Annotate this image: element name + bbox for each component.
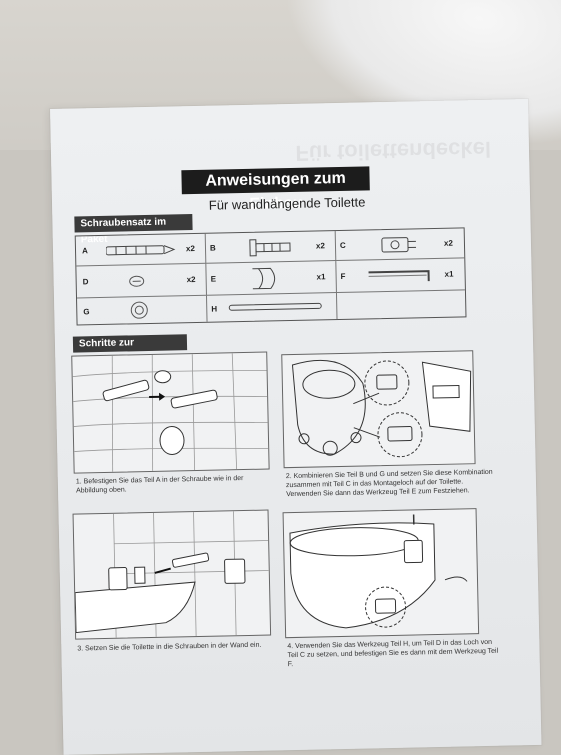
toilet-top-illustration xyxy=(282,351,474,467)
step-3-caption: 3. Setzen Sie die Toilette in die Schrau… xyxy=(77,640,273,653)
part-letter-f: F xyxy=(341,272,346,281)
parts-table: A x2 B x2 C x2 xyxy=(75,227,467,325)
part-cell-c: C x2 xyxy=(336,228,465,261)
toilet-side-illustration xyxy=(284,509,479,637)
step-2-caption: 2. Kombinieren Sie Teil B und G und setz… xyxy=(286,468,497,499)
steps-section-heading: Schritte zur Installation xyxy=(73,334,187,352)
part-cell-e: E x1 xyxy=(206,261,337,296)
step-4-caption: 4. Verwenden Sie das Werkzeug Teil H, um… xyxy=(287,638,502,669)
parts-section-heading: Schraubensatz im Paket xyxy=(74,214,192,232)
part-cell-d: D x2 xyxy=(76,264,207,299)
page-subtitle: Für wandhängende Toilette xyxy=(192,194,382,213)
step-3-illustration xyxy=(73,510,272,640)
long-bar-icon xyxy=(227,301,327,313)
part-cell-empty xyxy=(337,290,466,319)
part-letter-a: A xyxy=(82,246,88,255)
bracket-plate-icon xyxy=(248,264,283,293)
part-cell-b: B x2 xyxy=(206,231,337,264)
page-title: Anweisungen zum Einbau xyxy=(181,166,369,194)
part-letter-e: E xyxy=(211,275,217,284)
ghost-title: Für toilettendeckel xyxy=(211,136,491,168)
part-cell-g: G xyxy=(77,296,208,325)
part-qty-b: x2 xyxy=(316,241,325,250)
part-qty-c: x2 xyxy=(444,239,453,248)
wall-screw-illustration xyxy=(72,353,268,473)
part-qty-e: x1 xyxy=(317,272,326,281)
part-qty-d: x2 xyxy=(187,275,196,284)
part-letter-b: B xyxy=(210,244,216,253)
part-letter-g: G xyxy=(83,307,89,316)
part-cell-a: A x2 xyxy=(76,234,207,267)
threaded-connector-icon xyxy=(378,233,418,256)
part-qty-f: x1 xyxy=(445,270,454,279)
step-2-illustration xyxy=(281,350,475,468)
step-1-illustration xyxy=(71,352,269,474)
step-4-illustration xyxy=(283,508,480,638)
part-qty-a: x2 xyxy=(186,244,195,253)
part-letter-h: H xyxy=(211,305,217,314)
step-1-caption: 1. Befestigen Sie das Teil A in der Schr… xyxy=(76,474,262,496)
toilet-wall-illustration xyxy=(74,511,271,639)
bolt-icon xyxy=(248,237,298,258)
part-cell-f: F x1 xyxy=(336,258,465,293)
part-cell-h: H xyxy=(207,293,338,322)
long-screw-icon xyxy=(106,242,176,257)
small-plug-icon xyxy=(127,273,147,289)
instruction-sheet: Für toilettendeckel Anweisungen zum Einb… xyxy=(50,99,541,755)
allen-key-icon xyxy=(366,267,436,284)
part-letter-d: D xyxy=(83,277,89,286)
part-letter-c: C xyxy=(340,241,346,250)
washer-icon xyxy=(129,300,149,320)
